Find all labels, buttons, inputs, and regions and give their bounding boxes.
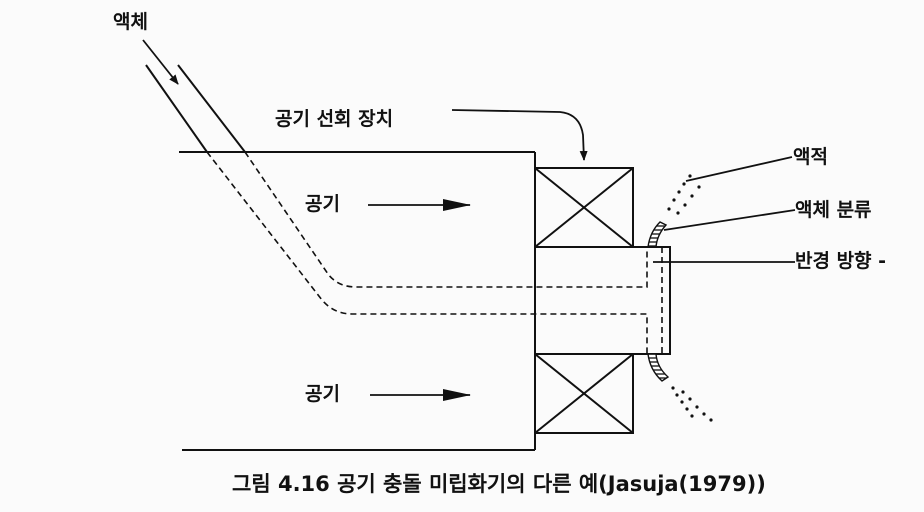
droplet-leader <box>685 156 793 182</box>
hub-outline <box>633 246 671 355</box>
droplets-bottom <box>671 386 713 422</box>
label-air-bottom: 공기 <box>305 383 340 405</box>
swirler-top <box>534 167 634 248</box>
pipe-wall-left <box>145 64 208 153</box>
label-air-swirler: 공기 선회 장치 <box>275 108 394 130</box>
liquid-sheet-bottom <box>647 353 670 382</box>
label-liquid-jet: 액체 분류 <box>795 199 872 221</box>
jet-leader <box>663 209 796 231</box>
label-air-top: 공기 <box>305 193 340 215</box>
hidden-lines <box>206 151 663 355</box>
swirler-leader <box>451 109 588 161</box>
droplets-top <box>667 174 701 215</box>
figure-caption: 그림 4.16 공기 충돌 미립화기의 다른 예(Jasuja(1979)) <box>232 472 766 496</box>
label-liquid: 액체 <box>113 11 148 33</box>
label-droplets: 액적 <box>793 146 828 168</box>
label-radial-direction: 반경 방향 - <box>795 250 887 272</box>
liquid-inflow-arrow <box>142 39 179 85</box>
liquid-sheet-top <box>647 221 668 248</box>
swirler-bottom <box>534 353 634 434</box>
pipe-wall-right <box>177 64 246 153</box>
